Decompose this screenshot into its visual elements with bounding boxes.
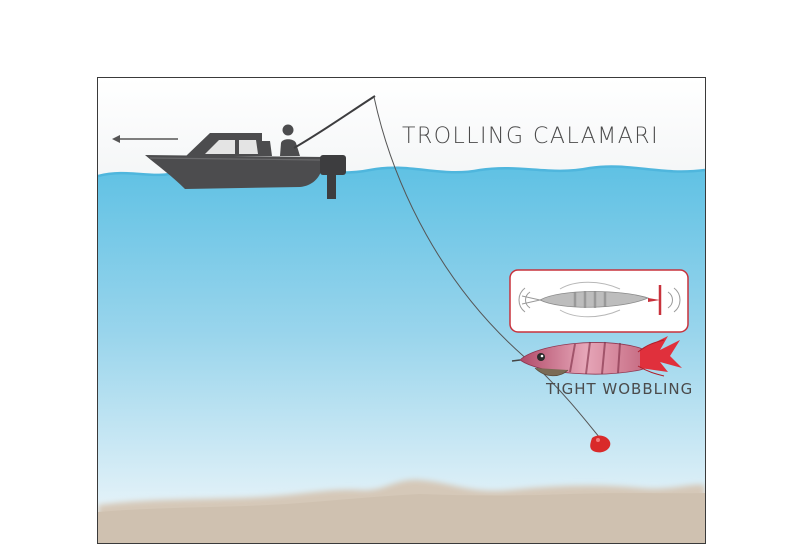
sinker-icon [590,435,611,453]
fishing-line [373,96,601,439]
jig-top-view-panel [509,269,689,333]
boat-icon [145,133,346,199]
squid-jig-icon [511,336,682,377]
fishing-rod-icon [293,95,376,149]
direction-arrow-icon [112,135,178,143]
lure-label: TIGHT WOBBLING [546,380,694,398]
fisherman-icon [280,124,300,156]
water [98,166,705,543]
diagram-title: TROLLING CALAMARI [402,124,660,149]
diagram-frame [97,77,706,544]
